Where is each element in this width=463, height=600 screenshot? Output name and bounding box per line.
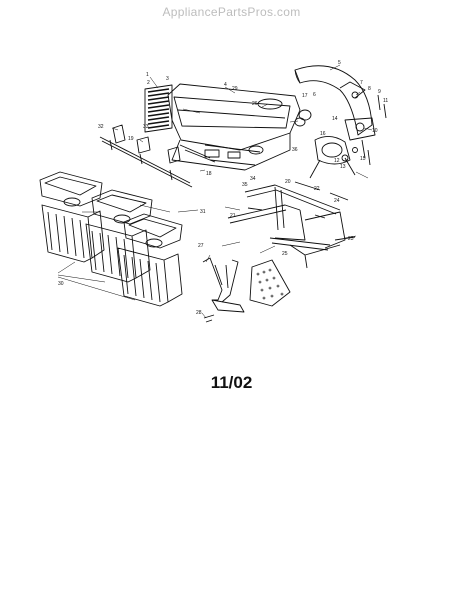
bag-handles	[112, 124, 181, 164]
callout-18: 18	[206, 171, 212, 177]
date-code: 11/02	[210, 373, 253, 392]
frame-bolts	[247, 181, 356, 241]
callout-25: 25	[282, 251, 288, 257]
round-knob-2	[298, 109, 312, 121]
callout-29: 29	[232, 86, 238, 92]
chute-adapter	[309, 94, 387, 179]
callout-21: 21	[230, 213, 236, 219]
callout-31: 31	[200, 209, 206, 215]
callout-30: 30	[58, 281, 64, 287]
callout-20: 20	[285, 179, 291, 185]
callout-11: 11	[383, 98, 388, 104]
callout-22: 22	[314, 186, 320, 192]
callout-24: 24	[334, 198, 340, 204]
callout-9: 9	[378, 89, 381, 95]
callout-12: 12	[334, 158, 340, 164]
callout-17: 17	[302, 93, 308, 99]
callout-34: 34	[250, 176, 256, 182]
callout-28: 28	[196, 310, 202, 316]
callout-10: 10	[372, 128, 378, 134]
callout-labels: 1 2 3 4 5 6 7 8 9 10 11 12 13 14 15 16 1…	[58, 60, 388, 316]
grass-bag-1	[39, 171, 105, 263]
callout-6: 6	[313, 92, 316, 98]
discharge-chute	[294, 65, 376, 141]
leader-lines	[57, 64, 373, 319]
round-knob	[294, 117, 306, 127]
callout-16: 16	[320, 131, 326, 137]
watermark: AppliancePartsPros.com	[162, 5, 301, 19]
callout-19: 19	[128, 136, 134, 142]
callout-8: 8	[368, 86, 371, 92]
mounting-frame	[227, 184, 346, 269]
callout-4: 4	[224, 82, 227, 88]
callout-2: 2	[147, 80, 150, 86]
callout-23: 23	[348, 236, 354, 242]
callout-5: 5	[338, 60, 341, 66]
grass-bag-3	[117, 213, 183, 307]
callout-13: 13	[340, 164, 346, 170]
grass-bag-2	[85, 189, 153, 283]
callout-14: 14	[332, 116, 338, 122]
support-rail	[99, 136, 216, 188]
gasket-ring	[257, 98, 283, 110]
hitch-pin	[203, 314, 215, 323]
callout-33: 33	[143, 124, 149, 130]
callout-27: 27	[198, 243, 204, 249]
bagger-housing	[167, 83, 301, 171]
callout-35: 35	[242, 182, 248, 188]
callout-36: 36	[292, 147, 298, 153]
filter-screen	[144, 84, 173, 133]
callout-32: 32	[98, 124, 104, 130]
callout-26: 26	[252, 101, 258, 107]
callout-7: 7	[360, 80, 363, 86]
callout-3: 3	[166, 76, 169, 82]
callout-1: 1	[146, 72, 149, 78]
perforated-plate	[249, 259, 291, 307]
callout-15: 15	[360, 156, 366, 162]
hanger-bracket	[202, 257, 245, 313]
